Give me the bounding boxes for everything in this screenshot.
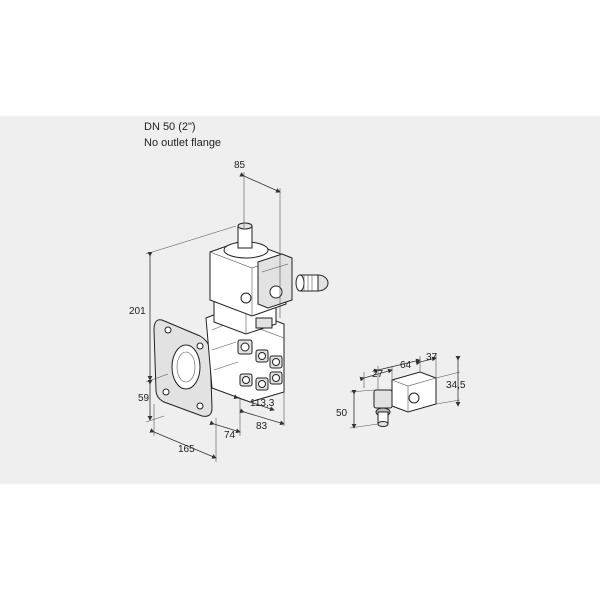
flange-note-label: No outlet flange <box>144 137 222 149</box>
connector-housing <box>391 371 437 413</box>
flange-bolt-hole <box>196 402 204 410</box>
dim-50-label: 50 <box>336 408 348 419</box>
coil-screw <box>240 292 252 304</box>
flange-bolt-hole <box>164 326 172 334</box>
dim-113-label: 113,3 <box>250 398 275 409</box>
coil-connector-plug <box>257 253 293 309</box>
connector-detail <box>373 371 437 427</box>
flange-bolt-hole <box>196 342 204 350</box>
neck-nut <box>255 317 273 329</box>
nominal-size-label: DN 50 (2") <box>144 121 196 133</box>
dim-59-label: 59 <box>138 393 150 404</box>
valve-body <box>153 222 329 417</box>
dim-83-label: 83 <box>256 421 268 432</box>
dim-85-label: 85 <box>234 160 246 171</box>
dim-27-label: 27 <box>372 369 384 380</box>
cable-gland <box>295 274 329 292</box>
dim-74-label: 74 <box>224 430 236 441</box>
dim-37-label: 37 <box>426 352 438 363</box>
dim-201-label: 201 <box>129 306 146 317</box>
dimension-lines <box>145 172 285 462</box>
drawing-panel <box>0 116 600 484</box>
dim-165-label: 165 <box>178 444 195 455</box>
dim-64-label: 64 <box>400 360 412 371</box>
flange-bolt-hole <box>162 388 170 396</box>
connector-gland <box>373 389 393 409</box>
connector-dimension-lines <box>349 354 461 429</box>
flange-bore <box>171 344 201 390</box>
dim-34-5-label: 34,5 <box>446 380 466 391</box>
